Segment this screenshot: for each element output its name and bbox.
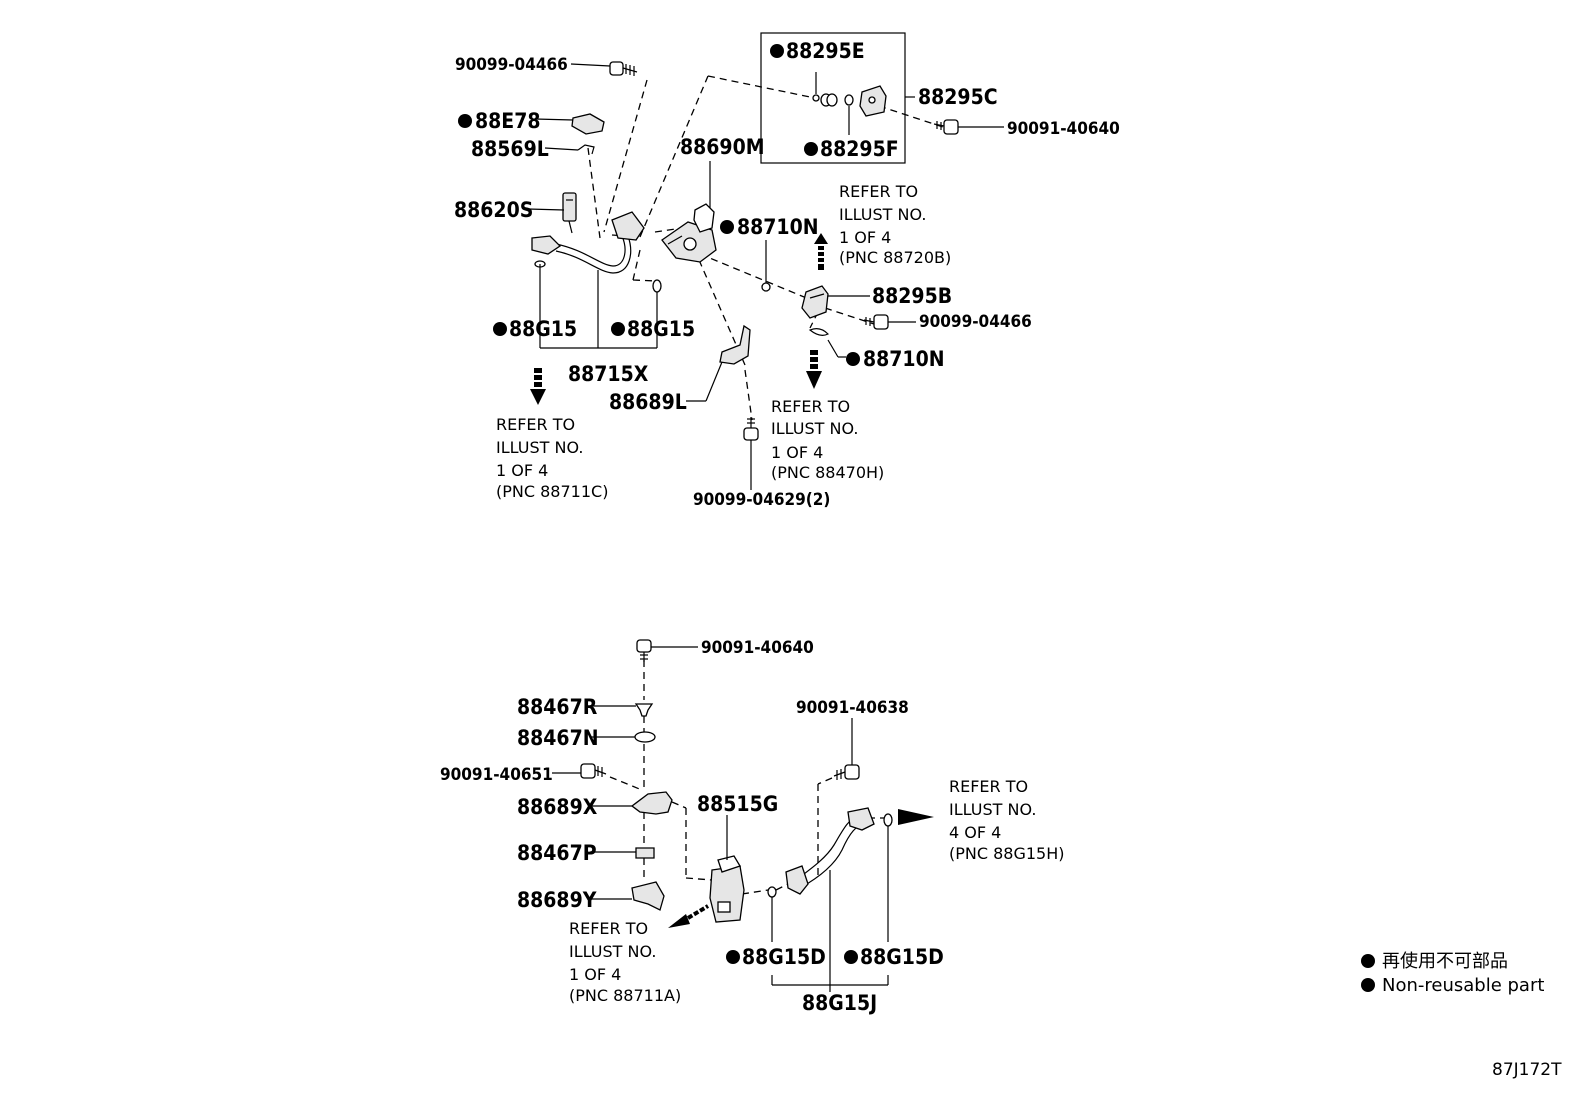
label-88e78: 88E78 [475, 109, 541, 133]
label-88620s: 88620S [454, 198, 533, 222]
legend-japanese: 再使用不可部品 [1382, 951, 1508, 972]
label-90099-04466-top: 90099-04466 [455, 55, 568, 75]
svg-text:ILLUST NO.: ILLUST NO. [496, 438, 583, 457]
refer-note-88720b: REFER TO ILLUST NO. 1 OF 4 (PNC 88720B) [839, 182, 951, 267]
label-88710n-top: 88710N [737, 215, 819, 239]
label-90099-04466-mid: 90099-04466 [919, 312, 1032, 332]
illustration-code: 87J172T [1492, 1060, 1562, 1080]
bolt-90099-04629 [743, 417, 759, 441]
cushion-88467n [634, 731, 656, 743]
svg-text:(PNC 88711A): (PNC 88711A) [569, 986, 681, 1005]
clip-88e78 [571, 113, 605, 135]
bolt-90099-04466-top [609, 61, 638, 76]
refer-note-88711a: REFER TO ILLUST NO. 1 OF 4 (PNC 88711A) [569, 919, 681, 1005]
svg-text:(PNC 88711C): (PNC 88711C) [496, 482, 608, 501]
svg-text:ILLUST NO.: ILLUST NO. [569, 942, 656, 961]
valve-88515g [709, 855, 745, 923]
svg-text:ILLUST NO.: ILLUST NO. [771, 419, 858, 438]
label-88569l: 88569L [471, 137, 549, 161]
label-88689l: 88689L [609, 390, 687, 414]
sensor-88620s [562, 192, 577, 234]
label-88g15-right: 88G15 [627, 317, 695, 341]
svg-text:4 OF 4: 4 OF 4 [949, 823, 1001, 842]
label-90091-40640-bottom: 90091-40640 [701, 638, 814, 658]
label-88295f: 88295F [820, 137, 899, 161]
parts-bottom [580, 639, 893, 923]
leaders-top [527, 63, 1004, 490]
svg-text:ILLUST NO.: ILLUST NO. [949, 800, 1036, 819]
valve-88690m [661, 203, 717, 263]
label-88g15-left: 88G15 [509, 317, 577, 341]
guide-lines-bottom [609, 660, 884, 895]
cushion-88467p [635, 847, 655, 859]
svg-text:(PNC 88720B): (PNC 88720B) [839, 248, 951, 267]
svg-text:(PNC 88470H): (PNC 88470H) [771, 463, 884, 482]
legend: 再使用不可部品 Non-reusable part [1361, 951, 1544, 996]
bolt-90099-04466-mid [863, 314, 889, 330]
svg-text:(PNC 88G15H): (PNC 88G15H) [949, 844, 1065, 863]
label-88689y: 88689Y [517, 888, 597, 912]
svg-text:1 OF 4: 1 OF 4 [569, 965, 621, 984]
label-90091-40638: 90091-40638 [796, 698, 909, 718]
label-88295e: 88295E [786, 39, 865, 63]
leaders-bottom [552, 646, 889, 992]
parts-top [531, 61, 959, 441]
svg-text:REFER TO: REFER TO [839, 182, 918, 201]
arrows-top [530, 233, 828, 405]
label-90099-04629: 90099-04629(2) [693, 490, 830, 510]
label-88g15d-left: 88G15D [742, 945, 826, 969]
bolt-90091-40638 [833, 764, 860, 780]
label-88467p: 88467P [517, 841, 597, 865]
label-88467n: 88467N [517, 726, 599, 750]
oring-88710n-top [761, 282, 771, 292]
label-88467r: 88467R [517, 695, 598, 719]
svg-text:REFER TO: REFER TO [949, 777, 1028, 796]
bolt-90091-40651 [580, 763, 607, 779]
tube-88715x [531, 211, 645, 274]
label-88715x: 88715X [568, 362, 649, 386]
legend-english: Non-reusable part [1382, 975, 1544, 996]
svg-text:REFER TO: REFER TO [771, 397, 850, 416]
labels-top: 90099-04466 88E78 88569L 88620S 88G15 88… [454, 39, 1120, 510]
arrows-bottom [668, 809, 934, 928]
svg-text:1 OF 4: 1 OF 4 [839, 228, 891, 247]
label-90091-40651: 90091-40651 [440, 765, 553, 785]
inset-88295c [760, 32, 906, 164]
label-88g15d-right: 88G15D [860, 945, 944, 969]
bracket-88689x [630, 791, 673, 815]
refer-note-88g15h: REFER TO ILLUST NO. 4 OF 4 (PNC 88G15H) [949, 777, 1065, 863]
bolt-90091-40640-bottom [636, 639, 652, 662]
svg-text:REFER TO: REFER TO [569, 919, 648, 938]
svg-text:1 OF 4: 1 OF 4 [771, 443, 823, 462]
clip-88569l [577, 144, 595, 155]
tube-88g15j [785, 807, 875, 895]
label-88515g: 88515G [697, 792, 778, 816]
bolt-90091-40640-top [933, 119, 959, 135]
label-90091-40640-top: 90091-40640 [1007, 119, 1120, 139]
oring-88710n-bottom [808, 328, 830, 336]
label-88g15j: 88G15J [802, 991, 877, 1015]
bracket-88295b [801, 285, 829, 319]
label-88295b: 88295B [872, 284, 952, 308]
bracket-88689l [719, 324, 751, 365]
labels-bottom: 90091-40640 88467R 88467N 90091-40651 88… [440, 638, 944, 1015]
label-88295c: 88295C [918, 85, 998, 109]
oring-88g15d-right [883, 813, 893, 827]
svg-text:REFER TO: REFER TO [496, 415, 575, 434]
oring-88g15d-left [767, 886, 777, 898]
label-88689x: 88689X [517, 795, 598, 819]
label-88710n-bottom: 88710N [863, 347, 945, 371]
bracket-88689y [631, 881, 665, 911]
refer-note-88470h: REFER TO ILLUST NO. 1 OF 4 (PNC 88470H) [771, 397, 884, 482]
grommet-88467r [634, 703, 654, 717]
oring-88g15-right [652, 279, 662, 293]
svg-text:1 OF 4: 1 OF 4 [496, 461, 548, 480]
refer-note-88711c: REFER TO ILLUST NO. 1 OF 4 (PNC 88711C) [496, 415, 608, 501]
svg-text:ILLUST NO.: ILLUST NO. [839, 205, 926, 224]
label-88690m: 88690M [680, 135, 765, 159]
